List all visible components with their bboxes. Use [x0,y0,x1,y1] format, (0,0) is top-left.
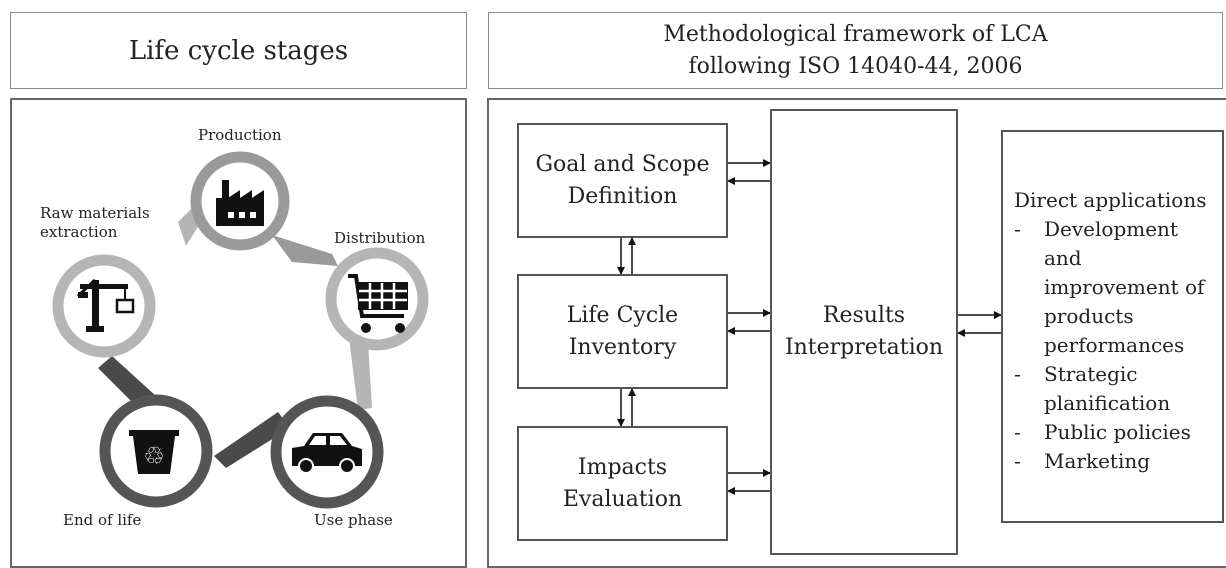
label-raw-materials-line1: Raw materials [40,204,150,222]
applications-title: Direct applications [1014,188,1207,212]
results-line1: Results [822,303,906,328]
application-item: - Strategic planification [1014,360,1222,418]
svg-text:♲: ♲ [143,442,165,470]
distribution-node [325,247,429,351]
impacts-evaluation-box: Impacts Evaluation [517,426,728,541]
use-phase-node [270,395,384,509]
framework-arrows [617,159,1002,495]
left-header-title: Life cycle stages [128,35,349,66]
life-cycle-inventory-box: Life Cycle Inventory [517,274,728,389]
application-text: improvement of [1044,275,1205,299]
application-dash: - [1014,217,1021,241]
application-text: Public policies [1044,420,1191,444]
goal-scope-line2: Definition [567,183,678,209]
factory-icon [216,180,264,226]
application-text: Development [1044,217,1178,241]
label-production: Production [198,126,282,144]
car-icon [292,433,362,474]
application-item: - Marketing [1014,447,1222,476]
application-text: products [1044,304,1134,328]
label-use-phase: Use phase [314,511,393,529]
results-interpretation-box: Results Interpretation [770,109,958,555]
raw-materials-node [52,254,156,358]
goal-scope-box: Goal and Scope Definition [517,123,728,238]
application-text: Strategic [1044,362,1138,386]
application-text: and [1044,246,1082,270]
impacts-line2: Evaluation [562,486,683,512]
right-header-title-line1: Methodological framework of LCA [663,21,1048,47]
left-header: Life cycle stages [10,12,467,89]
right-header-title-line2: following ISO 14040-44, 2006 [688,53,1023,79]
impacts-line1: Impacts [577,454,668,480]
right-header: Methodological framework of LCA followin… [488,12,1223,89]
inventory-line2: Inventory [568,334,677,360]
application-dash: - [1014,420,1021,444]
goal-scope-line1: Goal and Scope [535,151,710,177]
label-raw-materials-line2: extraction [40,223,118,241]
label-raw-materials: Raw materials extraction [40,204,150,242]
label-distribution: Distribution [334,229,426,247]
results-line2: Interpretation [784,335,944,360]
connector-distribution-to-use [348,330,372,410]
application-item: - Development and improvement of product… [1014,215,1222,360]
label-end-of-life: End of life [63,511,142,529]
application-text: performances [1044,333,1185,357]
connector-production-to-distribution [272,235,338,266]
shopping-cart-icon [348,274,408,333]
connector-use-to-end [214,412,290,468]
application-text: planification [1044,391,1171,415]
direct-applications-box: Direct applications - Development and im… [1001,130,1224,523]
application-text: Marketing [1044,449,1151,473]
application-dash: - [1014,449,1021,473]
end-of-life-node: ♲ [99,394,213,508]
crane-icon [76,278,135,332]
inventory-line1: Life Cycle [566,302,679,328]
production-node [190,151,290,251]
recycle-bin-icon: ♲ [129,430,179,474]
application-dash: - [1014,362,1021,386]
application-item: - Public policies [1014,418,1222,447]
